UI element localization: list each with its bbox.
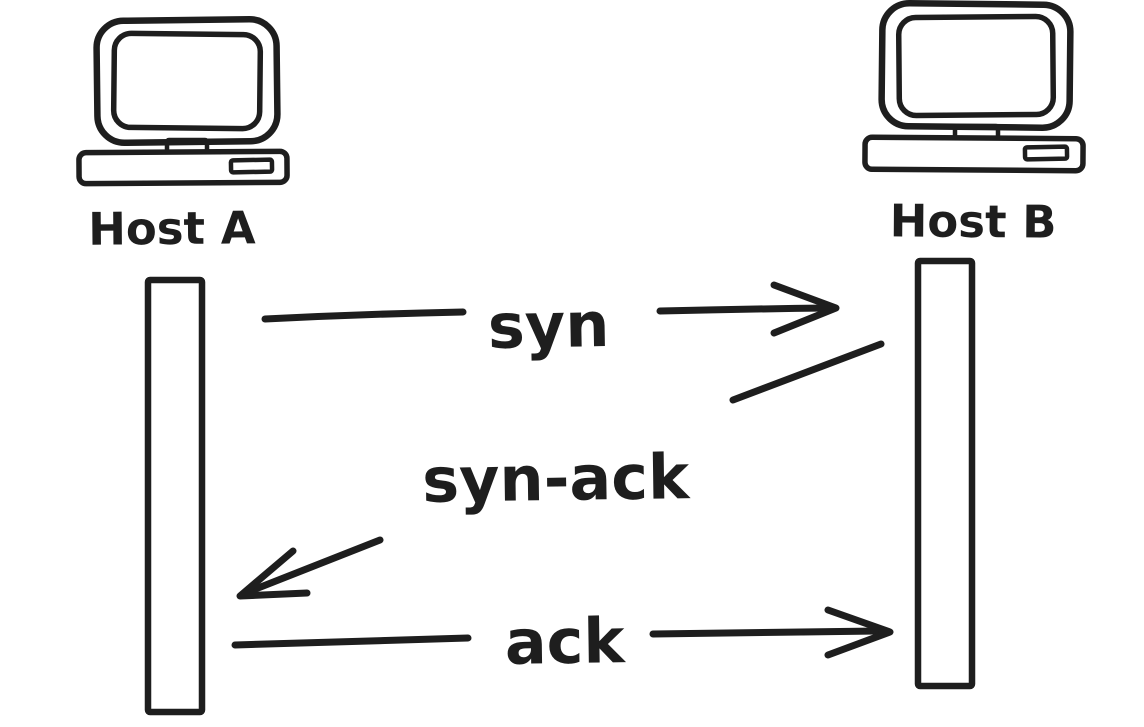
syn-ack-line-lower — [239, 536, 384, 598]
disk-slot — [228, 157, 275, 175]
ack-line-right — [649, 627, 882, 638]
syn-label: syn — [487, 288, 610, 363]
monitor-outline — [878, 0, 1074, 131]
ack-line-left — [231, 634, 472, 649]
arrowhead-right-icon — [770, 281, 840, 337]
host-b-label: Host B — [890, 194, 1057, 248]
syn-line-right — [656, 304, 832, 315]
computer-base — [76, 148, 290, 187]
disk-slot — [1022, 144, 1070, 162]
arrowhead-left-icon — [236, 547, 311, 600]
host-b-lifeline — [914, 257, 976, 690]
ack-label: ack — [504, 604, 627, 679]
monitor-screen — [895, 13, 1057, 119]
syn-ack-line-upper — [729, 340, 885, 404]
monitor-screen — [110, 30, 264, 132]
host-b-computer-icon — [862, 0, 1086, 174]
host-a-computer-icon — [76, 15, 290, 187]
ack-arrow — [231, 606, 894, 659]
syn-arrow — [261, 281, 840, 337]
computer-base — [862, 134, 1086, 174]
host-a-lifeline — [144, 276, 206, 716]
arrowhead-right-icon — [824, 606, 894, 659]
syn-line-left — [261, 308, 467, 323]
host-a-label: Host A — [88, 201, 256, 255]
syn-ack-arrow — [236, 340, 885, 600]
syn-ack-label: syn-ack — [422, 440, 692, 517]
